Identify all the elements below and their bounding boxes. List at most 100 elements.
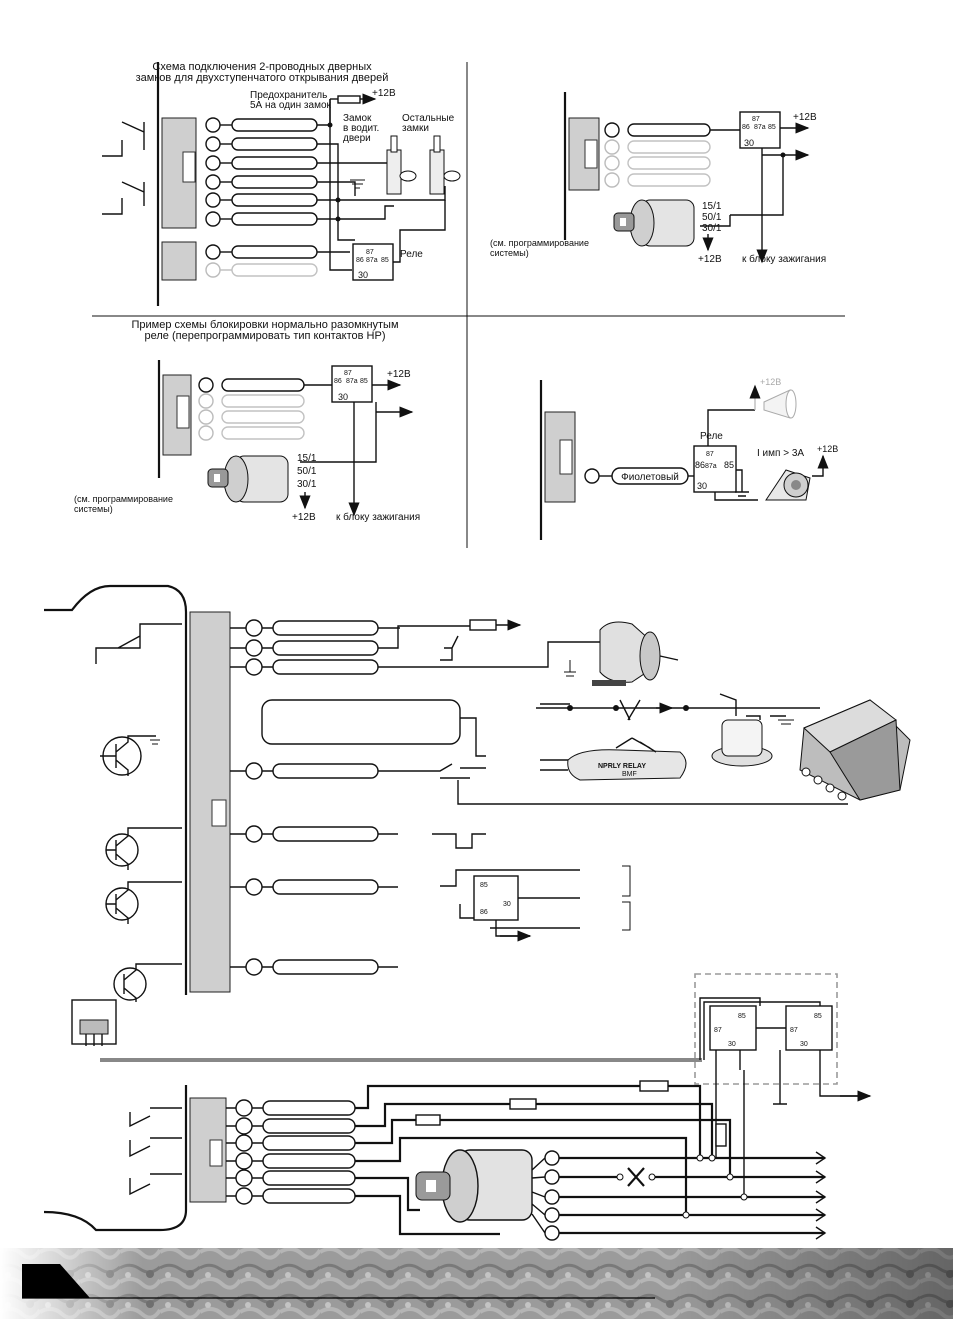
ignition-switch bbox=[207, 455, 289, 503]
svg-text:87: 87 bbox=[752, 116, 760, 123]
svg-text:30: 30 bbox=[503, 901, 511, 908]
fuse-4 bbox=[715, 1123, 727, 1147]
relay-block-dashed bbox=[694, 973, 838, 1085]
transistor-1 bbox=[100, 735, 160, 776]
panel-main-wiring: NPRLY RELAY BMF 85 86 30 bbox=[43, 584, 911, 1241]
relay-label: Реле bbox=[400, 249, 423, 260]
svg-text:NPRLY RELAY: NPRLY RELAY bbox=[598, 763, 646, 770]
transistor-4 bbox=[113, 963, 182, 1002]
svg-text:87a: 87a bbox=[346, 378, 358, 385]
relay-ignition-nc bbox=[739, 111, 781, 149]
relay-block-a bbox=[709, 1005, 757, 1051]
svg-text:85: 85 bbox=[360, 378, 368, 385]
lock-driver-label-2: в водит. bbox=[343, 123, 379, 134]
lower-pins bbox=[235, 1099, 356, 1205]
svg-text:30: 30 bbox=[338, 392, 348, 402]
svg-text:BMF: BMF bbox=[622, 771, 637, 778]
svg-text:85: 85 bbox=[768, 124, 776, 131]
svg-text:87: 87 bbox=[790, 1027, 798, 1034]
led-connector bbox=[71, 999, 117, 1046]
svg-text:15/1: 15/1 bbox=[297, 453, 317, 464]
ignition-pins-main bbox=[544, 1150, 560, 1241]
panel-door-locks-title-1: Схема подключения 2-проводных дверных bbox=[152, 61, 372, 73]
fuse-label-2: 5А на один замок bbox=[250, 100, 332, 111]
panel-no-title-1: Пример схемы блокировки нормально разомк… bbox=[131, 319, 398, 331]
bottom-plus12: +12В bbox=[292, 512, 316, 523]
fuse bbox=[337, 95, 361, 104]
alarm-module-image bbox=[799, 699, 911, 801]
svg-text:86: 86 bbox=[356, 257, 364, 264]
relay-label: Реле bbox=[700, 431, 723, 442]
panel-siren-relay: Фиолетовый Реле 87 86 87a 85 30 +12В I и… bbox=[539, 377, 838, 540]
panel-ignition-block-nc: 87 86 87a 85 30 +12В 15/1 50/1 30/1 (см.… bbox=[490, 92, 826, 265]
panel-door-locks: Схема подключения 2-проводных дверных за… bbox=[102, 61, 461, 306]
lock-driver-label-1: Замок bbox=[343, 113, 372, 124]
main-pins bbox=[245, 619, 379, 976]
note-line-2: системы) bbox=[490, 248, 529, 258]
svg-text:30: 30 bbox=[697, 481, 707, 491]
immobilizer-relay-image: NPRLY RELAY BMF bbox=[567, 737, 687, 781]
svg-text:30: 30 bbox=[744, 138, 754, 148]
svg-text:86: 86 bbox=[695, 460, 705, 470]
plus12-label: +12В bbox=[817, 444, 838, 454]
svg-text:30/1: 30/1 bbox=[702, 223, 722, 234]
transistor-3 bbox=[105, 881, 182, 924]
connector-slot bbox=[182, 151, 196, 183]
info-box bbox=[261, 699, 461, 745]
panel-no-title-2: реле (перепрограммировать тип контактов … bbox=[145, 330, 386, 342]
svg-text:86: 86 bbox=[742, 124, 750, 131]
ignition-switch bbox=[613, 199, 695, 247]
svg-text:30: 30 bbox=[358, 270, 368, 280]
svg-text:86: 86 bbox=[480, 909, 488, 916]
horn-icon bbox=[763, 389, 797, 419]
svg-text:87: 87 bbox=[714, 1027, 722, 1034]
panel-ignition-block-no: Пример схемы блокировки нормально разомк… bbox=[74, 319, 420, 523]
svg-text:85: 85 bbox=[814, 1013, 822, 1020]
siren-main-icon bbox=[564, 621, 679, 686]
note-line-1: (см. программирование bbox=[74, 494, 173, 504]
transistor-2 bbox=[105, 827, 182, 870]
relay-block-b bbox=[785, 1005, 833, 1051]
svg-text:15/1: 15/1 bbox=[702, 201, 722, 212]
svg-text:85: 85 bbox=[724, 460, 734, 470]
svg-text:85: 85 bbox=[738, 1013, 746, 1020]
lock-driver-label-3: двери bbox=[343, 133, 371, 144]
svg-text:87a: 87a bbox=[705, 463, 717, 470]
bottom-plus12: +12В bbox=[698, 254, 722, 265]
siren-icon bbox=[765, 469, 811, 501]
svg-text:87: 87 bbox=[344, 370, 352, 377]
wire-violet-label: Фиолетовый bbox=[621, 472, 679, 483]
svg-text:87: 87 bbox=[366, 249, 374, 256]
other-locks-label-2: замки bbox=[402, 123, 429, 134]
plus12-label: +12В bbox=[387, 369, 411, 380]
footer-tab bbox=[22, 1264, 90, 1298]
fuse-3 bbox=[415, 1114, 441, 1126]
panel-door-locks-title-2: замков для двухступенчатого открывания д… bbox=[136, 72, 389, 84]
plus12-label: +12В bbox=[793, 112, 817, 123]
ignition-switch-main bbox=[415, 1149, 533, 1223]
fuse-top bbox=[469, 619, 497, 631]
plus12-label: +12В bbox=[372, 88, 396, 99]
current-label: I имп > 3A bbox=[757, 448, 804, 459]
other-locks-label-1: Остальные bbox=[402, 113, 455, 124]
svg-text:86: 86 bbox=[334, 378, 342, 385]
footer-band bbox=[0, 1248, 953, 1319]
to-ignition-label: к блоку зажигания bbox=[742, 253, 826, 265]
fuse-2 bbox=[509, 1098, 537, 1110]
svg-text:85: 85 bbox=[480, 882, 488, 889]
note-line-1: (см. программирование bbox=[490, 238, 589, 248]
svg-text:87a: 87a bbox=[754, 124, 766, 131]
relay-siren bbox=[693, 445, 737, 493]
relay-ignition-no bbox=[331, 365, 373, 403]
pin-row bbox=[205, 117, 318, 278]
connector-block-2 bbox=[161, 241, 197, 281]
horn-plus12: +12В bbox=[760, 377, 781, 387]
note-line-2: системы) bbox=[74, 504, 113, 514]
svg-text:50/1: 50/1 bbox=[297, 466, 317, 477]
sensor-image bbox=[711, 693, 794, 767]
svg-text:30/1: 30/1 bbox=[297, 479, 317, 490]
svg-text:87a: 87a bbox=[366, 257, 378, 264]
svg-text:30: 30 bbox=[728, 1041, 736, 1048]
svg-text:30: 30 bbox=[800, 1041, 808, 1048]
